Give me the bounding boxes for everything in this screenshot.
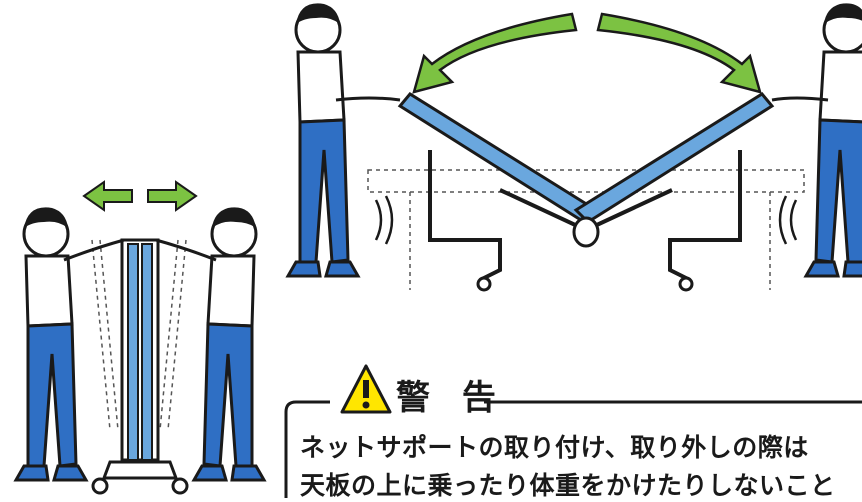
curved-arrow-left-icon	[412, 12, 578, 94]
left-scene	[14, 180, 266, 495]
warning-frame	[284, 364, 862, 498]
right-scene	[286, 1, 862, 292]
warning-text-line-2: 天板の上に乗ったり体重をかけたりしないこと	[300, 471, 836, 500]
curved-arrow-right-icon	[596, 12, 762, 94]
warning-title: 警 告	[396, 378, 506, 418]
double-arrow-icon	[82, 180, 198, 212]
warning-text-line-1: ネットサポートの取り付け、取り外しの際は	[300, 433, 809, 462]
warning-triangle-icon	[340, 364, 392, 414]
